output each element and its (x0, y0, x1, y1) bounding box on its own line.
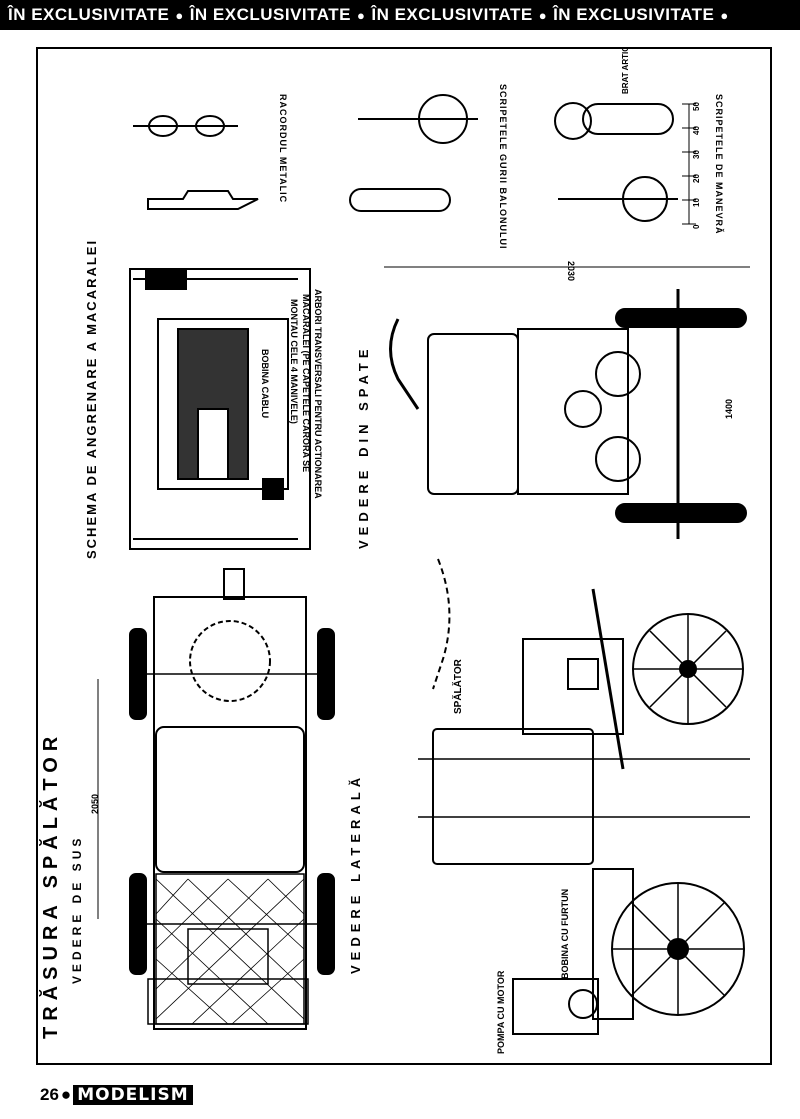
technical-drawing (97, 94, 750, 1035)
dim-2050-label: 2050 (90, 793, 100, 814)
top-view-drawing (97, 568, 335, 1030)
banner-text: ÎN EXCLUSIVITATE (371, 5, 533, 24)
gear-scheme-drawing (129, 268, 311, 550)
scale-tick: 40 (692, 126, 701, 135)
back-view-drawing (384, 266, 750, 539)
spalator-label: SPĂLĂTOR (453, 659, 464, 714)
page-number: 26 (40, 1085, 59, 1104)
dim-1400-label: 1400 (724, 398, 734, 419)
scale-tick: 30 (692, 150, 701, 159)
arbori-note-line3: MONTAU CELE 4 MANIVELE) (289, 299, 299, 424)
pompa-motor-label: POMPA CU MOTOR (496, 970, 506, 1054)
detail-sketches (133, 94, 696, 225)
drawing-title: TRĂSURA SPĂLĂTOR (40, 730, 62, 1039)
side-view-drawing (418, 558, 750, 1035)
view-side-label: VEDERE LATERALĂ (348, 772, 363, 974)
technical-drawing-frame: TRĂSURA SPĂLĂTOR VEDERE DE SUS VEDERE LA… (36, 47, 772, 1065)
racordul-label: RACORDUL METALIC (278, 94, 288, 204)
banner-text: ÎN EXCLUSIVITATE (553, 5, 715, 24)
banner-text: ÎN EXCLUSIVITATE (189, 5, 352, 24)
brat-articulat-label: BRAT ARTICULAT (621, 47, 630, 94)
scale-tick: 0 (692, 224, 701, 229)
magazine-logo: MODELISM (73, 1085, 193, 1105)
view-top-label: VEDERE DE SUS (70, 834, 84, 984)
page-footer: 26 ● MODELISM (40, 1085, 193, 1105)
bullet-icon: ● (60, 1085, 72, 1104)
scripetele-balon-label: SCRIPETELE GURII BALONULUI (498, 84, 508, 250)
scale-tick: 20 (692, 174, 701, 183)
scripetele-manevra-label: SCRIPETELE DE MANEVRĂ (714, 94, 724, 235)
top-banner: ÎN EXCLUSIVITATE ● ÎN EXCLUSIVITATE ● ÎN… (0, 0, 800, 30)
dim-2030-label: 2030 (566, 261, 576, 282)
bobina-cablu-label: BOBINA CABLU (260, 349, 270, 419)
scale-tick: 10 (692, 198, 701, 207)
bobina-furtun-label: BOBINA CU FURTUN (560, 888, 570, 979)
banner-text: ÎN EXCLUSIVITATE (8, 5, 170, 24)
view-back-label: VEDERE DIN SPATE (356, 344, 371, 549)
scale-tick: 50 (692, 102, 701, 111)
gear-scheme-label: SCHEMA DE ANGRENARE A MACARALEI (84, 238, 99, 559)
arbori-note-line2: MACARALEI (PE CAPETELE CARORA SE (301, 294, 311, 473)
arbori-note-line1: ARBORI TRANSVERSALI PENTRU ACTIONAREA (313, 289, 323, 499)
